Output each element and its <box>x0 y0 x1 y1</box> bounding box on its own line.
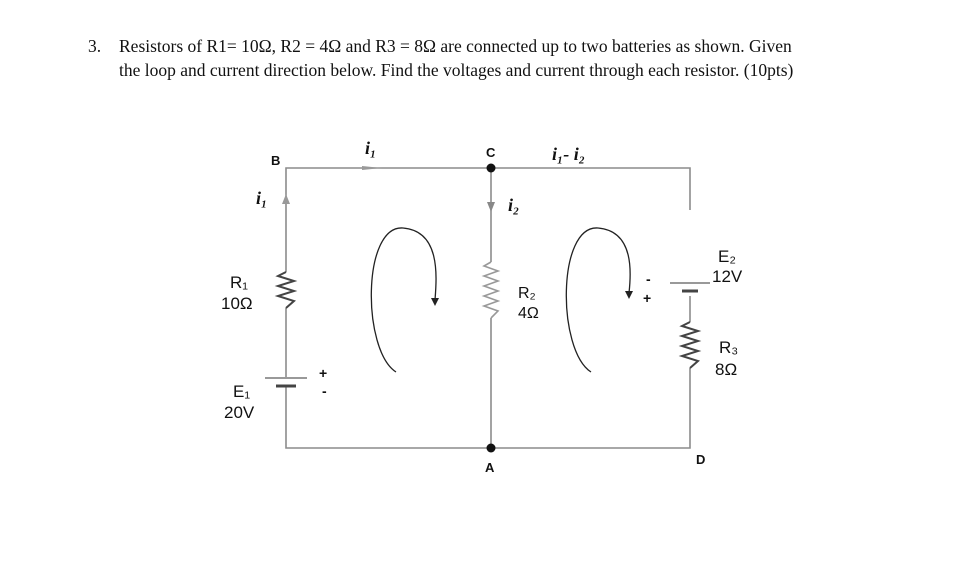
arrow-i1-left <box>282 194 290 204</box>
e1-minus: - <box>322 383 327 399</box>
node-c-label: C <box>486 145 496 160</box>
loop-left-arrowhead <box>431 298 439 306</box>
arrow-i2-middle <box>487 202 495 212</box>
node-a-label: A <box>485 460 495 475</box>
current-i2-label: i₂ <box>508 195 519 215</box>
e1-name: E₁ <box>233 382 250 401</box>
current-i1-minus-i2-label: i₁- i₂ <box>552 144 585 164</box>
r2-resistor <box>481 261 501 319</box>
current-i1-left-label: i₁ <box>256 188 267 208</box>
node-d-label: D <box>696 452 705 467</box>
r2-name: R₂ <box>518 285 536 302</box>
loop-right-arrowhead <box>625 291 633 299</box>
problem-number: 3. <box>88 36 102 56</box>
e2-name: E₂ <box>718 247 736 266</box>
e2-plus: + <box>643 290 651 306</box>
wire-top <box>285 167 691 272</box>
loop-right-arc <box>565 227 631 373</box>
arrow-i1-top <box>362 166 382 170</box>
e2-minus: - <box>646 271 651 287</box>
loop-left-arc <box>370 227 437 373</box>
r2-value: 4Ω <box>518 305 539 322</box>
r1-name: R₁ <box>230 273 248 292</box>
problem-line-2: the loop and current direction below. Fi… <box>119 60 794 80</box>
node-b-label: B <box>271 153 280 168</box>
r1-resistor <box>274 271 298 309</box>
r3-name: R₃ <box>719 338 738 357</box>
current-i1-top-label: i₁ <box>365 138 376 158</box>
wire-bottom <box>285 368 691 449</box>
problem-line-1: Resistors of R1= 10Ω, R2 = 4Ω and R3 = 8… <box>119 36 792 56</box>
e1-value: 20V <box>224 403 255 422</box>
e2-value: 12V <box>712 267 743 286</box>
node-a-dot <box>486 443 496 453</box>
r3-resistor <box>678 321 702 369</box>
r1-value: 10Ω <box>221 294 253 313</box>
e1-plus: + <box>319 365 327 381</box>
node-c-dot <box>486 163 496 173</box>
r3-value: 8Ω <box>715 360 737 379</box>
